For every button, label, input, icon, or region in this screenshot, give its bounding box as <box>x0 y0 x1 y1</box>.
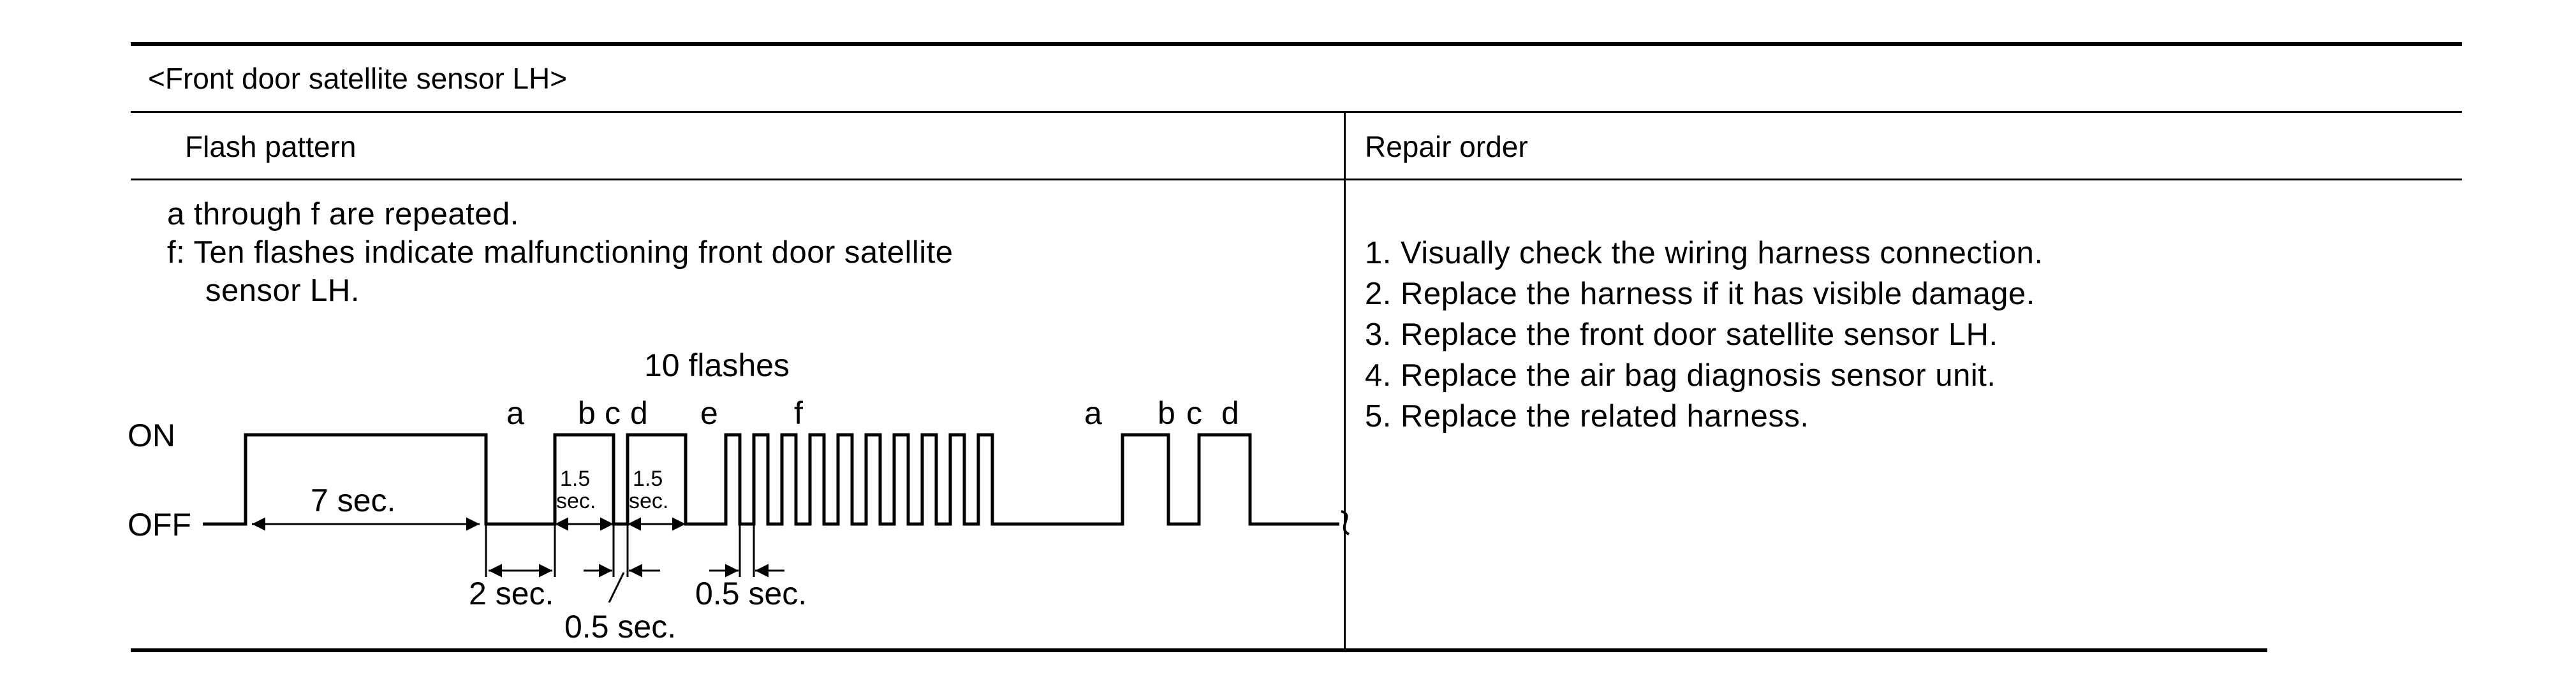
table-top-rule <box>131 42 2462 46</box>
title-row-rule <box>131 111 2462 113</box>
table-title: <Front door satellite sensor LH> <box>148 62 568 95</box>
segment-label-a: a <box>506 395 524 431</box>
flash-waveform <box>203 433 1339 526</box>
flash-pattern-header: Flash pattern <box>185 130 357 163</box>
half-sec-left-leader <box>608 572 625 603</box>
box-d-value: 1.5 <box>633 467 663 491</box>
segment-label-a-repeat: a <box>1084 395 1102 431</box>
box-b-unit: sec. <box>556 489 596 513</box>
repair-step-2: 2. Replace the harness if it has visible… <box>1365 277 2035 311</box>
box-b-value: 1.5 <box>560 467 590 491</box>
segment-label-b-repeat: b <box>1158 395 1175 431</box>
flash-desc-line1: a through f are repeated. <box>167 197 519 231</box>
box-d-unit: sec. <box>629 489 668 513</box>
segment-label-b: b <box>578 395 596 431</box>
repair-step-1: 1. Visually check the wiring harness con… <box>1365 236 2043 270</box>
segment-label-f: f <box>794 395 803 431</box>
segment-label-d-repeat: d <box>1221 395 1239 431</box>
ten-flashes-label: 10 flashes <box>644 347 790 383</box>
segment-label-d: d <box>630 395 648 431</box>
seven-sec-label: 7 sec. <box>311 483 395 518</box>
segment-label-e: e <box>700 395 718 431</box>
two-sec-label: 2 sec. <box>469 576 554 611</box>
segment-label-c-repeat: c <box>1186 395 1202 431</box>
column-divider <box>1344 113 1346 650</box>
repair-step-3: 3. Replace the front door satellite sens… <box>1365 317 1998 352</box>
repair-step-4: 4. Replace the air bag diagnosis sensor … <box>1365 358 1996 393</box>
on-level-label: ON <box>128 418 175 453</box>
flash-desc-line3: sensor LH. <box>205 274 360 308</box>
half-sec-left-label: 0.5 sec. <box>564 609 676 645</box>
header-row-rule <box>131 179 2462 180</box>
segment-label-c: c <box>605 395 621 431</box>
repair-order-header: Repair order <box>1365 130 1528 163</box>
off-level-label: OFF <box>128 507 191 543</box>
waveform-break-symbol <box>1341 510 1350 536</box>
repair-step-5: 5. Replace the related harness. <box>1365 399 1809 434</box>
repair-order-list: 1. Visually check the wiring harness con… <box>1365 233 2043 437</box>
table-bottom-rule <box>131 648 2267 652</box>
half-sec-right-label: 0.5 sec. <box>695 576 807 611</box>
flash-desc-line2: f: Ten flashes indicate malfunctioning f… <box>167 235 953 270</box>
